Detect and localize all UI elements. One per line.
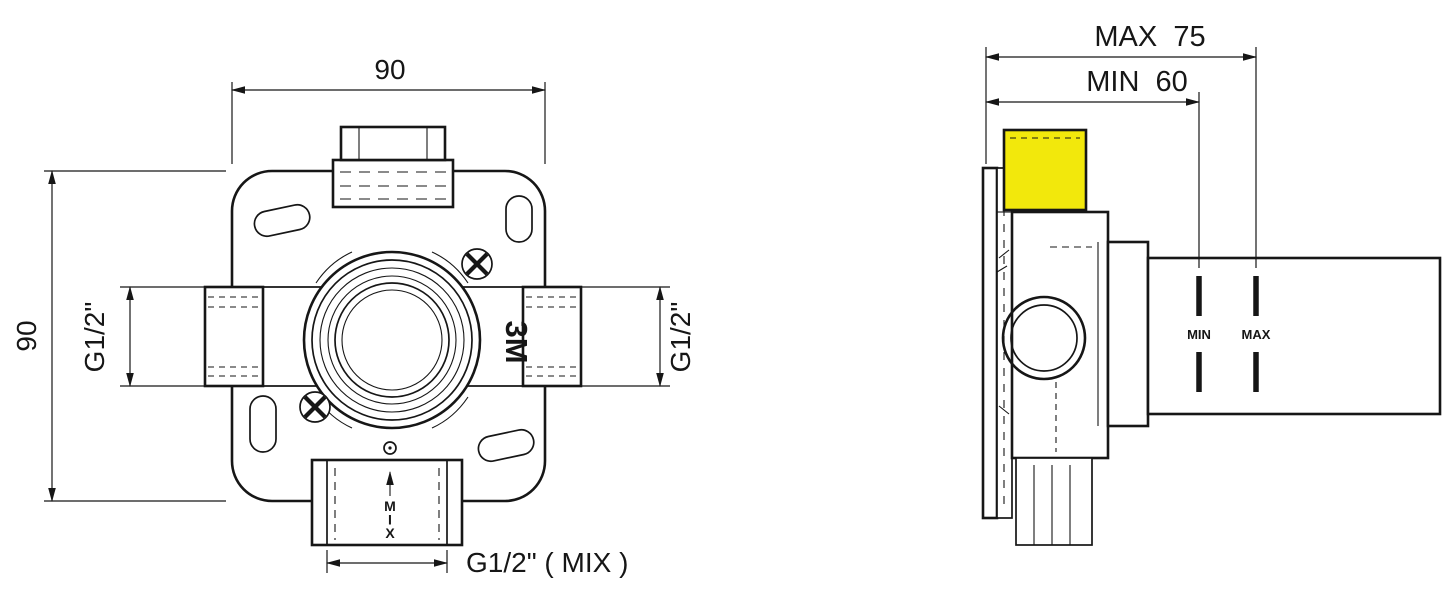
- cartridge-ring: [327, 275, 457, 405]
- dimension-max-depth: MAX 75: [985, 21, 1257, 268]
- min-tick-label: MIN: [1187, 327, 1211, 342]
- dimension-left-port: G1/2": [79, 286, 204, 387]
- side-view: MIN MAX MAX 75 MIN 60: [981, 21, 1442, 546]
- contour-arc: [431, 396, 469, 429]
- bottom-pipe-side: [1015, 457, 1093, 546]
- stem-flange: [1106, 240, 1150, 428]
- screw-cross: [465, 252, 489, 276]
- slot-top-left: [253, 203, 311, 238]
- dim-width-label: 90: [374, 54, 405, 85]
- pilot-hole: [383, 441, 397, 455]
- valve-body-block: [1010, 210, 1110, 460]
- cartridge-ring: [334, 282, 450, 398]
- valve-body-side: [996, 210, 1110, 460]
- cartridge-ring: [311, 259, 473, 421]
- cartridge-circles: [302, 250, 482, 430]
- wall-plate-edge: [981, 166, 999, 520]
- body-mark-label: 3M: [499, 320, 534, 363]
- slot-bottom-right: [477, 428, 535, 463]
- min-depth-label: MIN 60: [1086, 66, 1188, 98]
- left-port-body: [203, 285, 265, 388]
- max-cut-mark: MAX: [1242, 276, 1271, 392]
- fitting-body: [331, 158, 455, 209]
- dimension-height: 90: [11, 170, 226, 502]
- dimension-width: 90: [231, 54, 546, 164]
- side-boss-inner: [1010, 304, 1078, 372]
- screw-top-right: [461, 248, 493, 280]
- left-port-label: G1/2": [79, 302, 110, 373]
- right-port-label: G1/2": [665, 302, 696, 373]
- left-port: [203, 285, 322, 388]
- highlight-block: [1002, 128, 1088, 212]
- dimension-min-depth: MIN 60: [985, 66, 1200, 268]
- casting-contours: [315, 251, 469, 429]
- contour-arc: [431, 251, 469, 284]
- casting-tick: [998, 249, 1010, 259]
- cartridge-ring: [319, 267, 465, 413]
- screw-cross: [303, 395, 327, 419]
- cartridge-ring: [302, 250, 482, 430]
- screw-bottom-left: [299, 391, 331, 423]
- dim-height-label: 90: [11, 320, 42, 351]
- top-connection-highlight: [1002, 128, 1088, 212]
- max-tick-label: MAX: [1242, 327, 1271, 342]
- slot-bottom-left: [249, 395, 277, 453]
- dimension-right-port: G1/2": [582, 286, 696, 387]
- bottom-port-label: G1/2" ( MIX ): [466, 547, 628, 578]
- mounting-plate: [230, 169, 547, 503]
- bottom-pipe-body: [1015, 457, 1093, 546]
- dimension-bottom-port: G1/2" ( MIX ): [326, 547, 628, 578]
- pilot-hole-center: [388, 446, 392, 450]
- top-fitting: [331, 125, 455, 209]
- cartridge-ring: [341, 289, 443, 391]
- contour-arc: [315, 251, 353, 284]
- min-cut-mark: MIN: [1187, 276, 1211, 392]
- slot-top-right: [505, 195, 533, 243]
- right-port-body: [521, 285, 583, 388]
- max-depth-label: MAX 75: [1094, 21, 1205, 53]
- casting-tick: [996, 265, 1008, 273]
- right-port: [462, 285, 583, 388]
- side-boss-outer: [1001, 295, 1087, 381]
- casting-tick: [998, 405, 1010, 415]
- fitting-hex-cap: [339, 125, 447, 162]
